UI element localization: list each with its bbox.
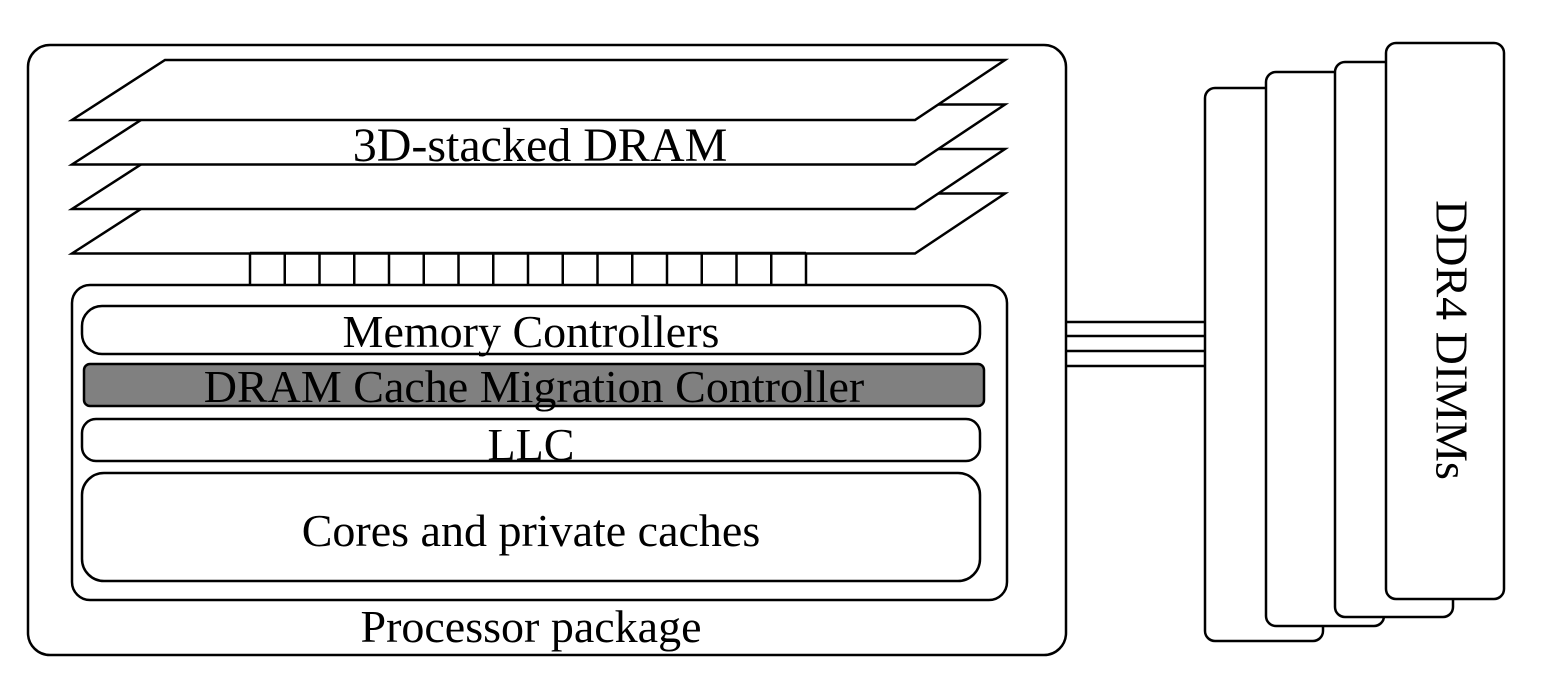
llc-box xyxy=(80,417,982,463)
cores-label: Cores and private caches xyxy=(302,505,761,556)
dram-layer xyxy=(67,58,1010,122)
dimms-label: DDR4 DIMMs xyxy=(1426,200,1477,480)
migration-controller-box xyxy=(82,362,986,408)
dram-stack xyxy=(67,58,1010,255)
dimm-stack xyxy=(1203,41,1506,643)
dimm-module xyxy=(1384,41,1506,601)
memory-controllers-box xyxy=(80,304,982,356)
memory-bus xyxy=(1066,320,1205,368)
tsv-connectors xyxy=(248,251,808,285)
memory-controllers-label: Memory Controllers xyxy=(343,306,720,357)
migration-controller-label: DRAM Cache Migration Controller xyxy=(204,361,865,412)
dram-stack-label: 3D-stacked DRAM xyxy=(353,119,728,172)
llc-label: LLC xyxy=(488,419,575,470)
processor-package-label: Processor package xyxy=(360,601,701,652)
cores-box xyxy=(80,471,982,583)
